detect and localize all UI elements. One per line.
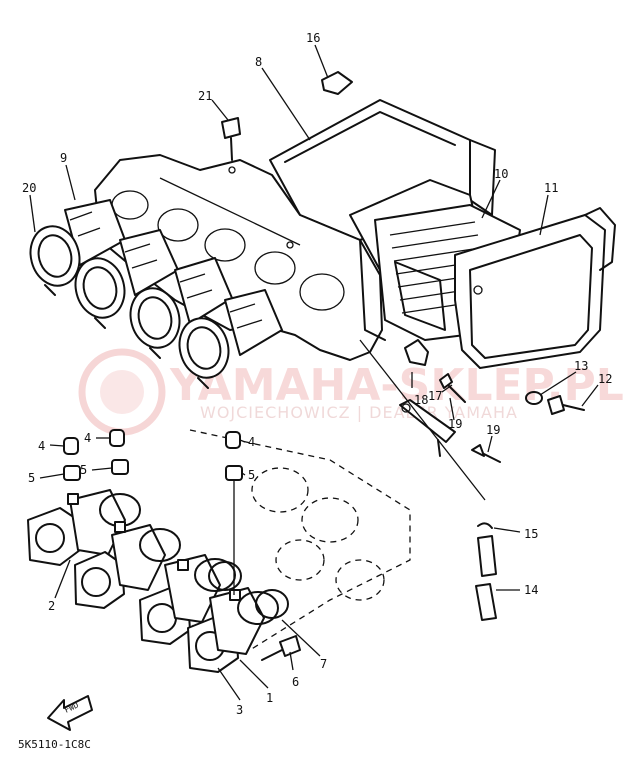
carburetor-joints bbox=[29, 199, 283, 389]
callout-7: 7 bbox=[320, 657, 327, 671]
callout-15: 15 bbox=[524, 527, 538, 541]
front-direction-arrow: FWD bbox=[47, 695, 93, 731]
callout-14: 14 bbox=[524, 583, 538, 597]
manifold bbox=[187, 587, 279, 673]
callout-4-middle: 4 bbox=[84, 431, 91, 445]
callout-5-left: 5 bbox=[28, 471, 35, 485]
watermark-subtitle: WOJCIECHOWICZ | DEALER YAMAHA bbox=[200, 403, 518, 422]
callout-21: 21 bbox=[198, 89, 212, 103]
manifold bbox=[74, 524, 181, 609]
manifold bbox=[139, 554, 236, 645]
callout-4-right: 4 bbox=[248, 435, 255, 449]
callout-10: 10 bbox=[494, 167, 508, 181]
carburetor-assembly bbox=[179, 429, 411, 651]
carburetor-manifolds bbox=[27, 489, 289, 673]
leader-lines bbox=[29, 44, 599, 701]
callout-4-left: 4 bbox=[38, 439, 45, 453]
catalog-code: 5K5110-1C8C bbox=[18, 738, 91, 751]
callout-13: 13 bbox=[574, 359, 588, 373]
manifold bbox=[27, 489, 141, 566]
callout-11: 11 bbox=[544, 181, 558, 195]
callout-3: 3 bbox=[236, 703, 243, 717]
grommet-16 bbox=[321, 71, 353, 95]
callout-2: 2 bbox=[48, 599, 55, 613]
callout-6: 6 bbox=[292, 675, 299, 689]
caps-and-rings bbox=[63, 429, 243, 595]
callout-12: 12 bbox=[598, 372, 612, 386]
callout-5-right: 5 bbox=[248, 468, 255, 482]
callout-19-upper: 19 bbox=[448, 417, 462, 431]
callout-18: 18 bbox=[414, 393, 428, 407]
callout-1: 1 bbox=[266, 691, 273, 705]
callouts: 16 8 21 9 20 10 11 13 12 17 18 19 19 15 … bbox=[22, 31, 612, 717]
callout-16: 16 bbox=[306, 31, 320, 45]
small-parts bbox=[359, 339, 585, 621]
callout-19-lower: 19 bbox=[486, 423, 500, 437]
watermark: YAMAHA-SKLEP.PL WOJCIECHOWICZ | DEALER Y… bbox=[78, 348, 624, 436]
air-filter-cap bbox=[454, 207, 616, 369]
callout-8: 8 bbox=[255, 55, 262, 69]
bolt-21 bbox=[221, 117, 241, 161]
screw-6 bbox=[261, 635, 301, 661]
callout-20: 20 bbox=[22, 181, 36, 195]
callout-9: 9 bbox=[60, 151, 67, 165]
callout-5-middle: 5 bbox=[80, 463, 87, 477]
carburetor-joint bbox=[178, 289, 283, 379]
callout-17: 17 bbox=[428, 389, 442, 403]
